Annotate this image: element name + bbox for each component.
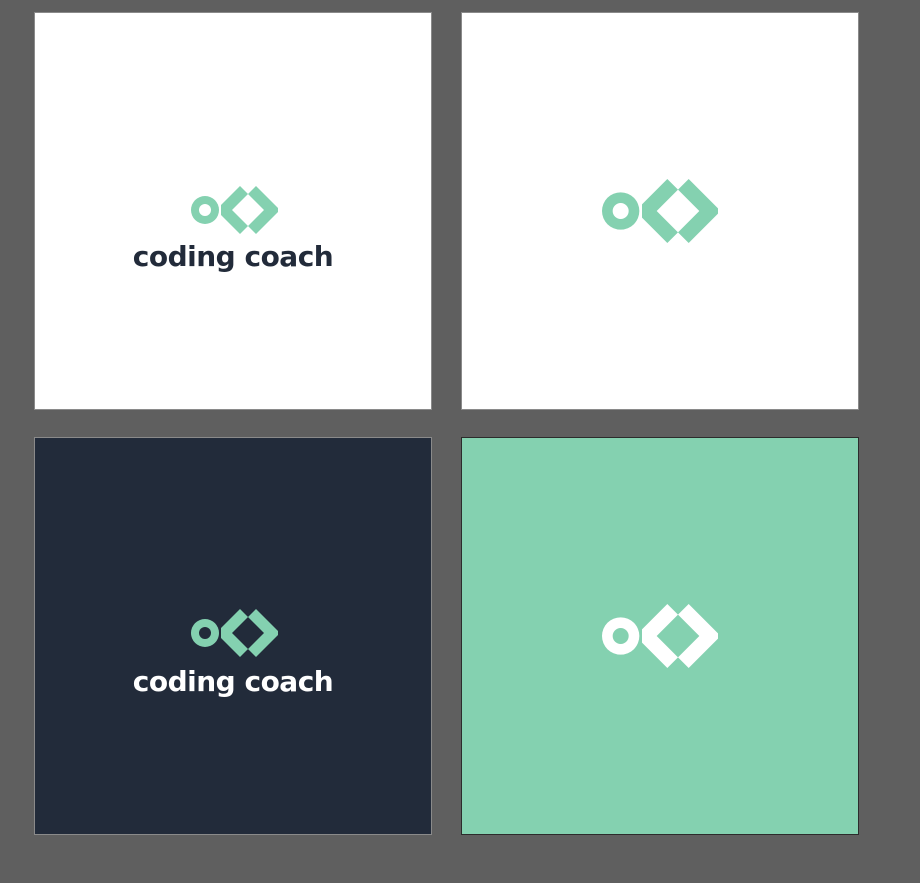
artboard-logo-mark-mint[interactable]: [461, 437, 859, 835]
coding-coach-logo-icon: [191, 609, 278, 657]
coding-coach-logo-icon: [191, 186, 278, 234]
coding-coach-logo-icon: [602, 179, 718, 243]
artboard-logo-wordmark-light[interactable]: coding coach: [34, 12, 432, 410]
artboard-logo-wordmark-dark[interactable]: coding coach: [34, 437, 432, 835]
brand-wordmark: coding coach: [132, 665, 334, 698]
brand-wordmark: coding coach: [132, 240, 334, 273]
coding-coach-logo-icon: [602, 604, 718, 668]
artboard-logo-mark-light[interactable]: [461, 12, 859, 410]
